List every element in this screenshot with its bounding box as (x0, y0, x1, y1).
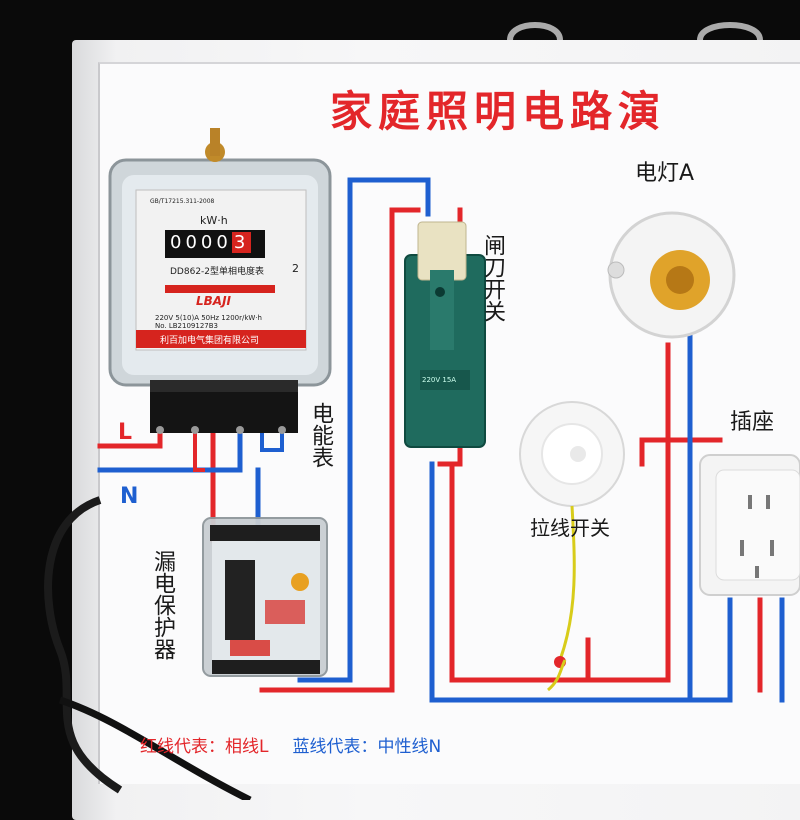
phase-wire-meter-loop (193, 432, 205, 472)
pull-cord (558, 505, 576, 661)
neutral-wire-meter-loop (260, 432, 284, 452)
phase-wire-knife (259, 207, 421, 693)
neutral-label: N (120, 484, 139, 509)
meter-standard: GB/T17215.311-2008 (150, 198, 215, 205)
pull-switch-label: 拉线开关 (530, 516, 610, 540)
meter-phase-mark: 2 (292, 262, 299, 275)
phase-label: L (118, 420, 133, 445)
meter-digit: 0 (216, 232, 232, 253)
meter-unit: kW·h (200, 214, 228, 227)
legend-blue: 蓝线代表：中性线N (292, 737, 442, 757)
meter-brand: LBAJI (196, 294, 232, 308)
board-clips (507, 22, 763, 41)
lamp-holder (607, 211, 736, 339)
knife-switch-label: 闸刀开关 (480, 234, 505, 322)
neutral-wire-up (297, 177, 431, 683)
electric-meter (108, 128, 332, 434)
meter-digit: 0 (185, 232, 201, 253)
lamp-label: 电灯A (635, 161, 695, 186)
meter-model: DD862-2型单相电度表 (170, 267, 265, 277)
socket-label: 插座 (730, 410, 775, 435)
meter-digit: 0 (170, 232, 186, 253)
meter-label: 电能表 (308, 402, 333, 468)
meter-maker: 利百加电气集团有限公司 (160, 336, 260, 346)
power-cable (44, 496, 123, 794)
phase-wire-socket (639, 437, 723, 467)
knife-switch (404, 221, 486, 448)
wire-legend: 红线代表：相线L 蓝线代表：中性线N (140, 732, 441, 757)
power-cable-2 (58, 696, 252, 800)
meter-digit: 0 (200, 232, 217, 253)
neutral-wire-socket (687, 597, 733, 703)
neutral-wire-knife-out (429, 317, 693, 703)
meter-digit-red: 3 (231, 232, 252, 253)
pull-switch (519, 401, 625, 692)
meter-serial: No. LB2109127B3 (155, 322, 218, 330)
page-title: 家庭照明电路演 (330, 87, 667, 136)
leakage-protector-label: 漏电保护器 (150, 550, 175, 660)
knife-rating: 220V 15A (422, 376, 457, 384)
meter-spec: 220V 5(10)A 50Hz 1200r/kW·h (155, 314, 262, 322)
leakage-protector (202, 517, 328, 677)
legend-red: 红线代表：相线L (140, 737, 269, 757)
socket (699, 454, 800, 596)
